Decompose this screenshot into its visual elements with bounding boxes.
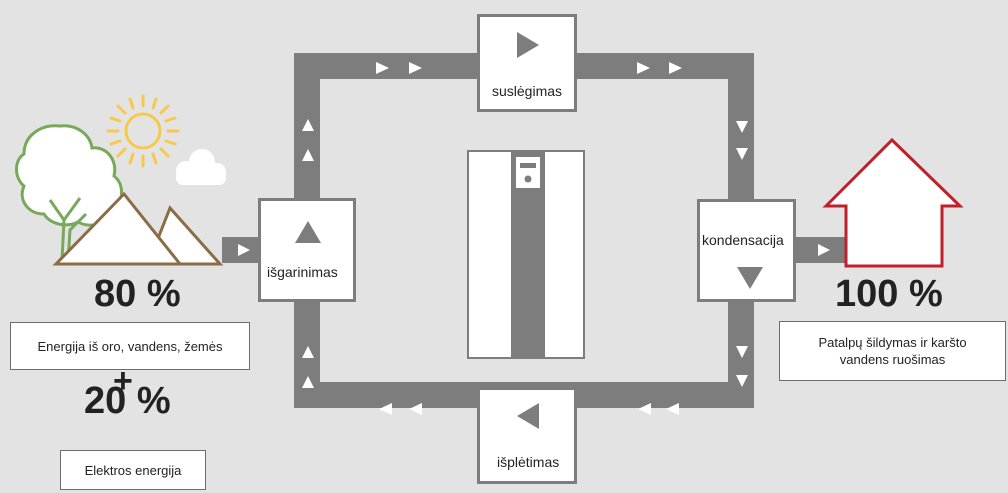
flow-arrow-down [736, 375, 748, 387]
electric-caption: Elektros energija [60, 450, 206, 490]
flow-arrow-up [302, 376, 314, 388]
flow-arrow-left [638, 403, 651, 415]
play-down-icon [737, 267, 763, 289]
evaporation-box: išgarinimas [258, 198, 356, 302]
electric-percent: 20 % [84, 380, 171, 422]
output-arrow [818, 244, 830, 256]
flow-arrow-left [666, 403, 679, 415]
output-percent: 100 % [835, 273, 943, 315]
flow-arrow-right [409, 62, 422, 74]
play-left-icon [517, 403, 539, 429]
flow-arrow-up [302, 149, 314, 161]
flow-arrow-up [302, 346, 314, 358]
expansion-box: išplėtimas [477, 387, 577, 484]
compression-box: suslėgimas [477, 14, 577, 112]
heat-pump-unit [467, 150, 585, 359]
flow-arrow-left [409, 403, 422, 415]
play-right-icon [517, 32, 539, 58]
flow-arrow-down [736, 148, 748, 160]
flow-arrow-down [736, 346, 748, 358]
expansion-label: išplėtimas [497, 454, 560, 470]
mountain-icon [52, 191, 224, 266]
flow-arrow-left [379, 403, 392, 415]
input-arrow [238, 244, 250, 256]
flow-arrow-right [637, 62, 650, 74]
flow-arrow-up [302, 119, 314, 131]
flow-arrows-left [302, 119, 314, 388]
energy-source-caption: Energija iš oro, vandens, žemės [10, 322, 250, 370]
evaporation-label: išgarinimas [267, 264, 338, 280]
house-icon [822, 137, 964, 268]
flow-arrows-bottom [379, 403, 679, 415]
plus-sign: + [113, 362, 133, 400]
flow-arrow-right [376, 62, 389, 74]
condensation-box: kondensacija [697, 199, 796, 302]
output-caption: Patalpų šildymas ir karšto vandens ruoši… [779, 321, 1006, 381]
condensation-label: kondensacija [702, 232, 784, 248]
flow-arrow-down [736, 121, 748, 133]
play-up-icon [295, 221, 321, 243]
cloud-icon [176, 149, 226, 185]
compression-label: suslėgimas [492, 83, 563, 99]
tree-icon [15, 124, 123, 263]
flow-arrow-right [669, 62, 682, 74]
flow-arrows-top [376, 62, 682, 74]
flow-arrows-right [736, 121, 748, 387]
energy-source-percent: 80 % [94, 273, 181, 315]
sun-icon [106, 94, 180, 168]
refrigerant-loop [294, 53, 754, 408]
